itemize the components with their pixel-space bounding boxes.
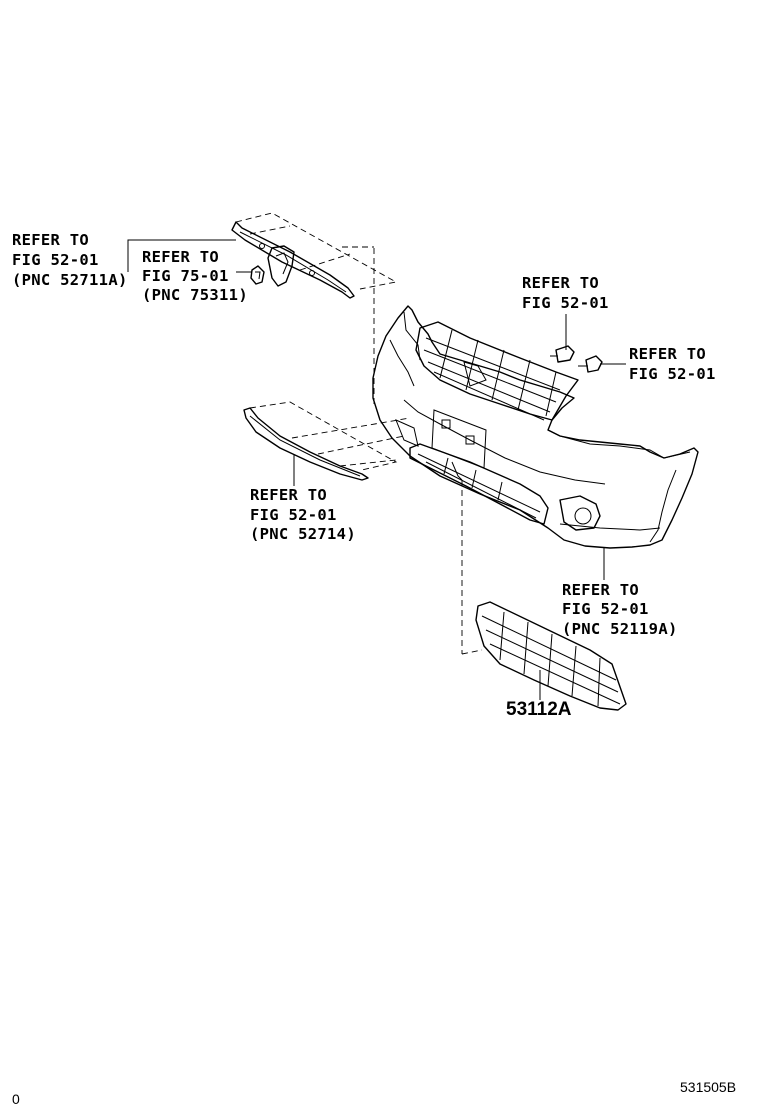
upper-molding-projection (235, 212, 398, 405)
footer-left-code: 0 (12, 1091, 20, 1107)
bumper-cover-part (372, 305, 699, 549)
lower-grille-opening (409, 443, 549, 525)
callout-emblem-line-1: REFER TO (142, 248, 219, 266)
callout-clip-top-line-1: REFER TO (522, 274, 599, 292)
callout-upper-molding-line-1: REFER TO (12, 231, 89, 249)
lower-grille-projection (461, 480, 483, 655)
callout-emblem-line-3: (PNC 75311) (142, 286, 248, 304)
callout-lower-molding-line-1: REFER TO (250, 486, 327, 504)
callout-emblem-line-2: FIG 75-01 (142, 267, 229, 285)
clip-top-part (550, 345, 575, 363)
radiator-grille (415, 321, 579, 421)
callout-bumper-cover-line-3: (PNC 52119A) (562, 620, 678, 638)
callout-lower-molding-line-2: FIG 52-01 (250, 506, 337, 524)
callout-upper-molding: REFER TO FIG 52-01 (PNC 52711A) (12, 231, 128, 289)
upper-molding-part (231, 221, 355, 299)
figure-id: 531505B (680, 1079, 736, 1095)
callout-lower-molding-line-3: (PNC 52714) (250, 525, 356, 543)
lower-grille-part (475, 601, 627, 711)
callout-clip-top: REFER TO FIG 52-01 (522, 274, 609, 312)
lower-molding-part (243, 407, 369, 481)
lower-molding-projection (249, 401, 411, 471)
callout-bumper-cover-line-2: FIG 52-01 (562, 600, 649, 618)
callout-bumper-cover: REFER TO FIG 52-01 (PNC 52119A) (562, 581, 678, 638)
callout-clip-right-line-1: REFER TO (629, 345, 706, 363)
part-number-label: 53112A (506, 699, 572, 720)
callout-clip-top-line-2: FIG 52-01 (522, 294, 609, 312)
callout-clip-right-line-2: FIG 52-01 (629, 365, 716, 383)
callout-clip-right: REFER TO FIG 52-01 (629, 345, 716, 383)
emblem-part (250, 265, 265, 285)
callout-emblem: REFER TO FIG 75-01 (PNC 75311) (142, 248, 248, 304)
callout-upper-molding-line-2: FIG 52-01 (12, 251, 99, 269)
callout-upper-molding-line-3: (PNC 52711A) (12, 271, 128, 289)
clip-right-part (578, 355, 603, 373)
leader-lines (127, 239, 626, 700)
callout-lower-molding: REFER TO FIG 52-01 (PNC 52714) (250, 486, 356, 543)
callout-bumper-cover-line-1: REFER TO (562, 581, 639, 599)
